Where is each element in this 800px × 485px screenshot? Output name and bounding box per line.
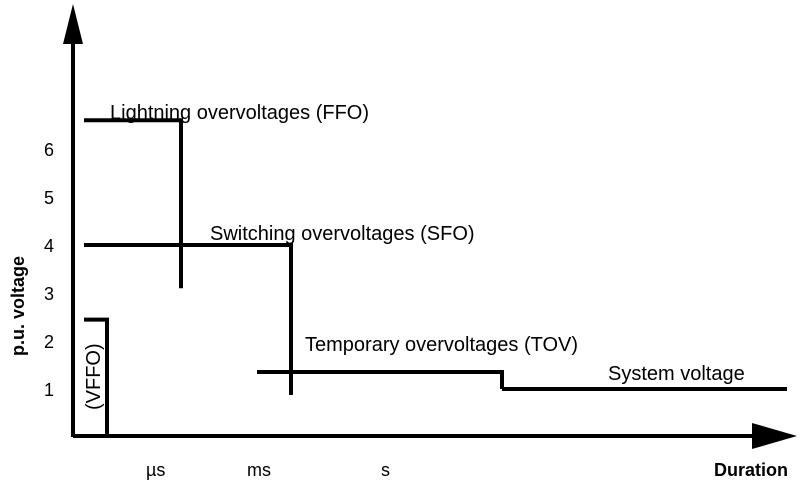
y-tick-label-2: 2 bbox=[44, 332, 54, 352]
y-tick-label-6: 6 bbox=[44, 140, 54, 160]
temporary-tov-line bbox=[257, 370, 504, 389]
label-temporary-tov: Temporary overvoltages (TOV) bbox=[305, 334, 578, 356]
y-tick-label-1: 1 bbox=[44, 380, 54, 400]
vffo-line bbox=[84, 317, 109, 437]
x-tick-label-us: µs bbox=[146, 460, 165, 480]
y-tick-label-4: 4 bbox=[44, 236, 54, 256]
x-tick-label-ms: ms bbox=[247, 460, 271, 480]
label-lightning-ffo: Lightning overvoltages (FFO) bbox=[110, 102, 369, 124]
label-system-voltage: System voltage bbox=[608, 363, 745, 385]
y-tick-label-3: 3 bbox=[44, 284, 54, 304]
switching-sfo-line bbox=[84, 243, 293, 395]
label-vffo: (VFFO) bbox=[83, 343, 105, 410]
lightning-ffo-line bbox=[84, 118, 183, 289]
y-axis-arrow-icon bbox=[63, 4, 83, 44]
x-axis-title: Duration bbox=[714, 460, 788, 480]
x-tick-label-s: s bbox=[381, 460, 390, 480]
x-axis-arrow-icon bbox=[752, 423, 797, 449]
label-switching-sfo: Switching overvoltages (SFO) bbox=[210, 223, 475, 245]
y-tick-label-5: 5 bbox=[44, 188, 54, 208]
y-axis-title: p.u. voltage bbox=[8, 256, 28, 356]
